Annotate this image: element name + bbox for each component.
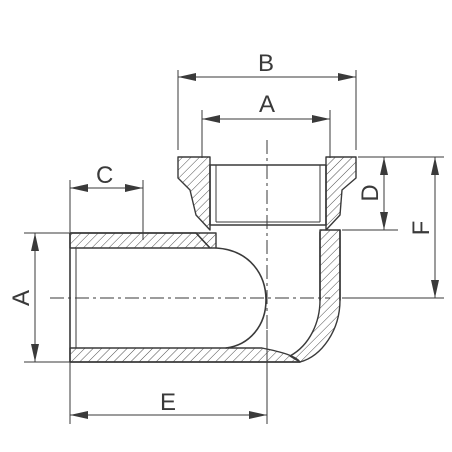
top-thread-bore bbox=[209, 164, 327, 226]
top-flange-right-section bbox=[325, 156, 357, 231]
inner-bend-curve bbox=[215, 247, 267, 349]
dimension-d: D bbox=[342, 156, 398, 231]
dimension-f: F bbox=[342, 156, 444, 299]
dimension-c-label: C bbox=[96, 162, 113, 189]
vertical-right-wall-section bbox=[289, 229, 341, 363]
side-upper-wall-section bbox=[69, 232, 211, 249]
dimension-b: B bbox=[177, 50, 357, 150]
dimension-c: C bbox=[69, 162, 144, 240]
dimension-a-top: A bbox=[201, 91, 331, 158]
dimension-a-top-label: A bbox=[259, 91, 275, 118]
dimension-e-label: E bbox=[160, 389, 176, 416]
dimension-d-label: D bbox=[357, 184, 384, 201]
dimension-a-side-label: A bbox=[8, 290, 35, 306]
elbow-body bbox=[69, 156, 357, 363]
outer-envelope bbox=[69, 229, 341, 363]
dimension-e: E bbox=[69, 330, 268, 424]
top-flange-left-section bbox=[177, 156, 211, 231]
dimension-a-side: A bbox=[8, 232, 70, 363]
dimension-f-label: F bbox=[408, 221, 435, 236]
side-lower-wall-section bbox=[69, 347, 301, 363]
dimension-b-label: B bbox=[258, 50, 274, 77]
